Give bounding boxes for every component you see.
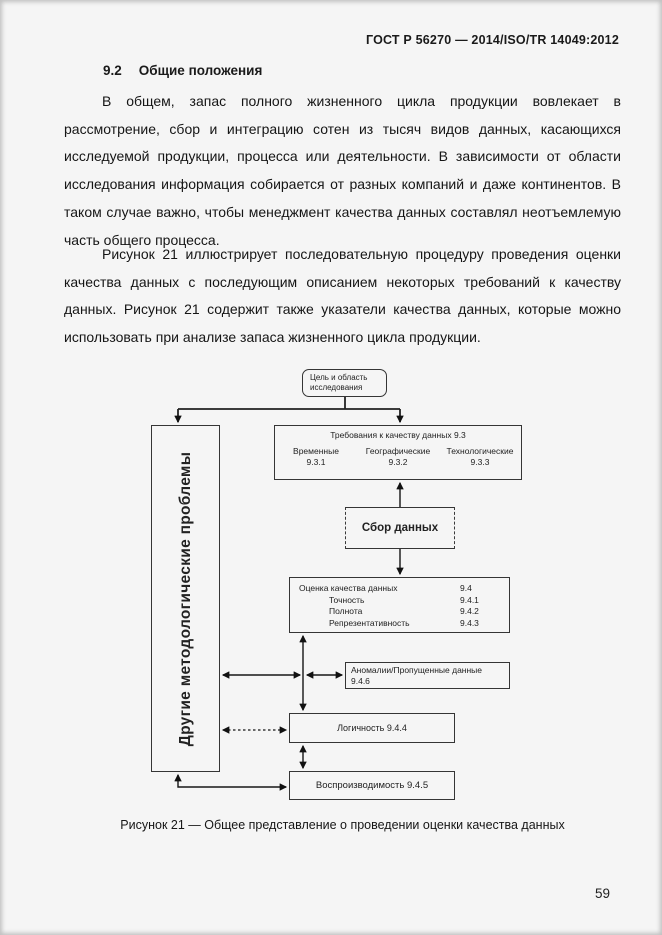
data-collection-box: Сбор данных: [345, 507, 455, 549]
section-heading: 9.2 Общие положения: [103, 63, 262, 78]
evaluation-label: Точность: [329, 594, 365, 605]
requirement-label: Географические: [365, 446, 431, 456]
other-problems-label: Другие методологические проблемы: [176, 451, 194, 746]
page-number: 59: [594, 886, 610, 901]
data-quality-evaluation-box: Оценка качества данных 9.4 Точность 9.4.…: [289, 577, 510, 633]
reproducibility-box: Воспроизводимость 9.4.5: [289, 771, 455, 800]
evaluation-label: Полнота: [329, 606, 363, 616]
paragraph-1: В общем, запас полного жизненного цикла …: [64, 93, 621, 248]
requirement-geographical: Географические 9.3.2: [357, 446, 439, 467]
consistency-label: Логичность 9.4.4: [337, 723, 407, 733]
data-quality-requirements-box: Требования к качеству данных 9.3 Временн…: [274, 425, 522, 480]
requirement-temporal: Временные 9.3.1: [275, 446, 357, 467]
anomalies-missing-data-box: Аномалии/Пропущенные данные 9.4.6: [345, 662, 510, 689]
requirement-ref: 9.3.2: [388, 456, 408, 467]
evaluation-row: Репрезентативность 9.4.3: [290, 618, 509, 630]
requirement-technological: Технологические 9.3.3: [439, 446, 521, 467]
section-title: Общие положения: [138, 63, 263, 78]
reproducibility-label: Воспроизводимость 9.4.5: [315, 780, 429, 791]
evaluation-row: Полнота 9.4.2: [290, 606, 509, 618]
evaluation-ref: 9.4.1: [460, 594, 479, 605]
requirement-label: Технологические: [446, 446, 514, 456]
anomalies-label: Аномалии/Пропущенные данные: [351, 665, 483, 675]
data-collection-label: Сбор данных: [361, 522, 439, 534]
evaluation-label: Репрезентативность: [329, 617, 410, 628]
requirement-label: Временные: [293, 446, 339, 456]
requirement-ref: 9.3.3: [470, 456, 490, 467]
evaluation-ref: 9.4.2: [460, 606, 479, 616]
paragraph-2: Рисунок 21 иллюстрирует последовательную…: [64, 246, 621, 346]
anomalies-ref: 9.4.6: [351, 675, 370, 686]
evaluation-row: Точность 9.4.1: [290, 595, 509, 607]
requirement-ref: 9.3.1: [306, 456, 326, 467]
evaluation-ref: 9.4.3: [460, 617, 479, 628]
evaluation-ref: 9.4: [460, 583, 472, 593]
figure-caption: Рисунок 21 — Общее представление о прове…: [120, 818, 565, 832]
goal-and-scope-box: Цель и область исследования: [302, 369, 387, 397]
other-methodological-problems-box: Другие методологические проблемы: [151, 425, 220, 772]
section-number: 9.2: [103, 63, 122, 78]
evaluation-row: Оценка качества данных 9.4: [290, 583, 509, 595]
consistency-box: Логичность 9.4.4: [289, 713, 455, 743]
document-header: ГОСТ Р 56270 — 2014/ISO/TR 14049:2012: [365, 33, 619, 47]
evaluation-label: Оценка качества данных: [299, 583, 398, 593]
requirements-title: Требования к качеству данных 9.3: [330, 430, 466, 440]
